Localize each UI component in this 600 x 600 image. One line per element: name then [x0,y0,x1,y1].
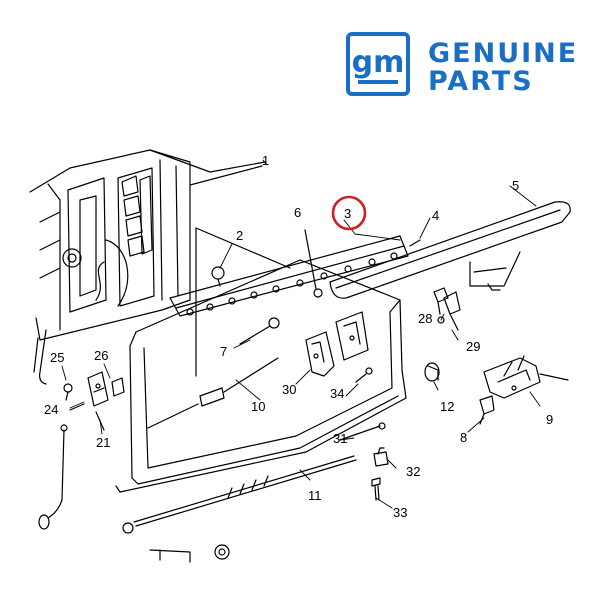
part-28-29-hinge [433,287,461,331]
callout-33: 33 [393,505,407,520]
gm-logo: gm [346,32,410,96]
callout-29: 29 [466,339,480,354]
callout-11: 11 [308,488,322,503]
upper-door-rail [169,235,409,317]
part-30-latch-bracket [305,311,369,377]
left-hinge-hardware [63,371,125,431]
callout-6: 6 [294,205,301,220]
brand-line-parts: PARTS [428,66,534,97]
part-12-bumper [424,362,440,382]
callout-10: 10 [251,399,265,414]
callout-4: 4 [432,208,439,223]
callout-28: 28 [418,311,432,326]
highlight-circle [331,195,367,231]
callout-26: 26 [94,348,108,363]
part-10-cable [147,357,279,429]
callout-7: 7 [220,344,227,359]
callout-32: 32 [406,464,420,479]
part-4-screw [409,239,421,247]
callout-5: 5 [512,178,519,193]
part-32-retainer [373,447,389,467]
part-5-trim-molding [329,201,571,299]
left-link-rod [38,424,68,530]
brand-line-genuine: GENUINE [428,38,579,69]
callout-2: 2 [236,228,243,243]
callout-1: 1 [262,153,269,168]
part-31-rod [339,422,386,441]
part-7-bolt [239,317,280,345]
gm-logo-text: gm [352,45,405,80]
part-11-lower-rod [122,455,357,534]
part-8-9-outside-handle [479,355,569,425]
vehicle-body-outline [29,149,266,385]
leader-lines [61,159,541,509]
part-2-fastener [211,266,225,287]
callout-24: 24 [44,402,58,417]
callout-34: 34 [330,386,344,401]
callout-12: 12 [440,399,454,414]
callout-31: 31 [333,431,347,446]
lower-partial-parts [149,544,230,563]
callout-25: 25 [50,350,64,365]
callout-9: 9 [546,412,553,427]
callout-3: 3 [344,206,351,221]
callout-30: 30 [282,382,296,397]
callout-8: 8 [460,430,467,445]
callout-21: 21 [96,435,110,450]
part-6-clip [304,229,323,298]
part-34-pin [355,367,373,383]
part-33-bolt [371,477,381,501]
